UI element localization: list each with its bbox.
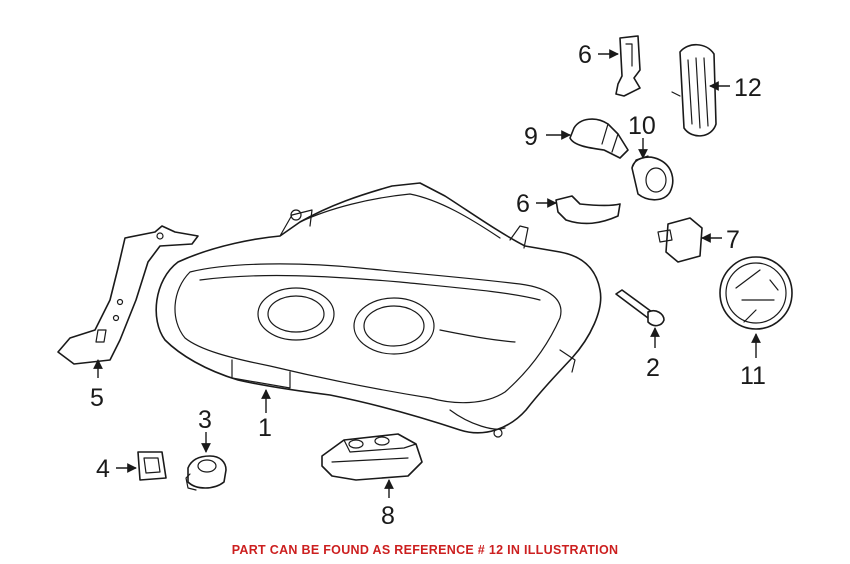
socket[interactable] <box>631 155 674 201</box>
callout-label-5: 5 <box>90 384 104 412</box>
clip-part[interactable] <box>137 451 167 481</box>
headlight-assembly[interactable] <box>155 182 602 438</box>
callout-label-10: 10 <box>628 112 656 140</box>
cover-cap[interactable] <box>719 256 793 330</box>
callout-label-7: 7 <box>726 226 740 254</box>
callout-label-3: 3 <box>198 406 212 434</box>
callout-label-6-lower: 6 <box>516 190 530 218</box>
lens-part[interactable] <box>671 43 717 137</box>
callout-label-1: 1 <box>258 414 272 442</box>
reference-note: PART CAN BE FOUND AS REFERENCE # 12 IN I… <box>231 543 619 557</box>
callout-label-2: 2 <box>646 354 660 382</box>
callout-label-4: 4 <box>96 455 110 483</box>
callout-label-11: 11 <box>740 362 766 390</box>
side-marker-lower[interactable] <box>555 195 621 225</box>
control-module[interactable] <box>321 433 423 481</box>
connector-socket[interactable] <box>657 217 703 263</box>
callout-label-12: 12 <box>734 74 762 102</box>
callout-label-9: 9 <box>524 123 538 151</box>
adjusting-screw[interactable] <box>615 289 665 327</box>
grommet-part[interactable] <box>185 455 227 491</box>
callout-label-8: 8 <box>381 502 395 530</box>
callout-label-6-upper: 6 <box>578 41 592 69</box>
bulb[interactable] <box>569 118 629 159</box>
mounting-bracket[interactable] <box>57 225 199 365</box>
bulb-holder-upper[interactable] <box>615 35 641 97</box>
